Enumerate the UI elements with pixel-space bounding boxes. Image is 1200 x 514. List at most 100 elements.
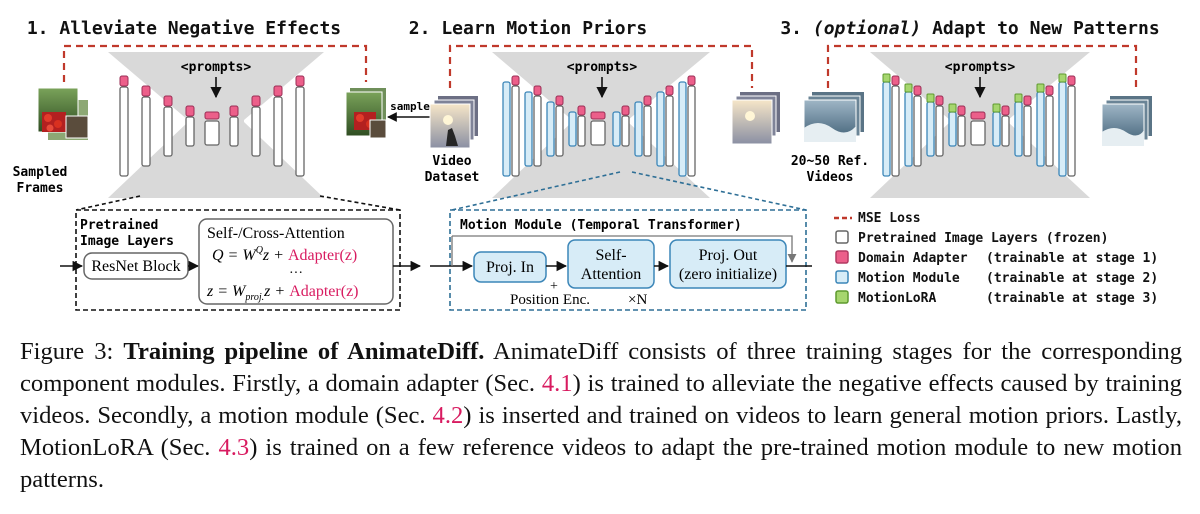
pretrained-layer-bar	[687, 85, 696, 177]
pretrained-layer-bar	[229, 116, 239, 147]
domain-adapter-bar	[1001, 105, 1010, 116]
pretrained-layer-bar	[1001, 115, 1010, 147]
motion-lora-bar	[1014, 93, 1023, 103]
pretrained-layer-bar	[665, 95, 674, 167]
reference-videos-label-2: Videos	[807, 170, 854, 185]
motion-module-bar	[926, 101, 935, 157]
sampled-frames-image	[37, 87, 89, 140]
attention-eq-query: Q = WQz + Adapter(z)	[212, 245, 357, 264]
motion-module-bar	[904, 91, 913, 167]
domain-adapter-bar	[141, 85, 151, 97]
pretrained-layer-bar	[970, 120, 986, 146]
pretrained-layer-bar	[185, 116, 195, 147]
prompts-label-1: <prompts>	[181, 60, 252, 75]
proj-in-label: Proj. In	[486, 259, 534, 276]
motion-lora-bar	[1036, 83, 1045, 93]
times-n-label: ×N	[628, 292, 647, 308]
domain-adapter-bar	[119, 75, 129, 87]
legend-swatch	[835, 250, 849, 264]
caption-text-1: AnimateDiff consists of three training s…	[20, 338, 1182, 397]
domain-adapter-bar	[163, 95, 173, 107]
reference-videos-image	[803, 92, 864, 143]
temporal-self-attention-block	[567, 239, 655, 289]
domain-adapter-bar	[1023, 95, 1032, 106]
layer-bars	[119, 73, 1076, 177]
pretrained-layer-bar	[1067, 85, 1076, 177]
training-pipeline-figure: 1. Alleviate Negative Effects 2. Learn M…	[13, 18, 1160, 311]
motion-module-bar	[502, 81, 511, 177]
domain-adapter-bar	[935, 95, 944, 106]
proj-out-label-2: (zero initialize)	[679, 266, 777, 283]
caption-ref-4-1[interactable]: 4.1	[541, 370, 573, 397]
video-dataset-label-2: Dataset	[425, 170, 480, 185]
domain-adapter-bar	[957, 105, 966, 116]
figure-caption: Figure 3: Training pipeline of AnimateDi…	[20, 336, 1182, 496]
motion-module-bar	[546, 101, 555, 157]
zoom-connectors	[75, 171, 807, 211]
motion-module-bar	[948, 111, 957, 147]
pretrained-layer-bar	[577, 115, 586, 147]
stage-1-title: 1. Alleviate Negative Effects	[27, 18, 341, 39]
motion-lora-bar	[948, 103, 957, 113]
domain-adapter-bar	[533, 85, 542, 96]
attention-block-title: Self-/Cross-Attention	[207, 225, 345, 242]
pretrained-layer-bar	[555, 105, 564, 157]
pretrained-layer-bar	[295, 86, 305, 177]
caption-ref-4-3[interactable]: 4.3	[218, 434, 250, 461]
caption-text-3: ) is inserted and trained on videos to l…	[20, 402, 1182, 461]
domain-adapter-bar	[185, 105, 195, 117]
stage-3-output-image	[1101, 96, 1152, 147]
motion-module-bar	[656, 91, 665, 167]
motion-module-title: Motion Module (Temporal Transformer)	[460, 218, 742, 233]
domain-adapter-bar	[1067, 75, 1076, 86]
caption-bold-title: Training pipeline of AnimateDiff.	[123, 338, 485, 365]
domain-adapter-bar	[204, 111, 220, 120]
motion-lora-bar	[926, 93, 935, 103]
prompt-arrows	[210, 77, 986, 99]
video-dataset-label: Video	[432, 154, 471, 169]
pretrained-layer-bar	[251, 106, 261, 157]
domain-adapter-bar	[687, 75, 696, 86]
domain-adapter-bar	[590, 111, 606, 120]
legend-label: Pretrained Image Layers (frozen)	[858, 231, 1108, 246]
self-attention-label: Self-	[595, 247, 626, 264]
pretrained-layer-bar	[141, 96, 151, 167]
skip-connection-path	[452, 235, 797, 263]
motion-module-bar	[1058, 81, 1067, 177]
legend-label: Motion Module	[858, 271, 960, 286]
pretrained-layer-bar	[533, 95, 542, 167]
motion-module-bar	[1036, 91, 1045, 167]
motion-module-bar	[882, 81, 891, 177]
domain-adapter-bar	[643, 95, 652, 106]
self-attention-label-2: Attention	[581, 266, 641, 283]
motion-module-bar	[524, 91, 533, 167]
domain-adapter-bar	[577, 105, 586, 116]
motion-lora-bar	[1058, 73, 1067, 83]
pretrained-layers-title-2: Image Layers	[80, 234, 174, 249]
proj-out-label: Proj. Out	[699, 247, 758, 264]
legend-swatch	[835, 230, 849, 244]
stage-2-title: 2. Learn Motion Priors	[409, 18, 647, 39]
domain-adapter-bar	[229, 105, 239, 117]
caption-figure-label: Figure 3:	[20, 338, 114, 365]
domain-adapter-bar	[511, 75, 520, 86]
motion-module-bar	[992, 111, 1001, 147]
pretrained-layer-bar	[957, 115, 966, 147]
motion-module-bar	[678, 81, 687, 177]
domain-adapter-bar	[665, 85, 674, 96]
proj-out-block	[669, 239, 787, 289]
pretrained-layers-title: Pretrained	[80, 218, 158, 233]
motion-lora-bar	[882, 73, 891, 83]
reference-videos-label: 20~50 Ref.	[791, 154, 869, 169]
proj-in-block	[473, 251, 547, 283]
caption-ref-4-2[interactable]: 4.2	[432, 402, 464, 429]
stage-2-output-image	[731, 92, 780, 145]
pretrained-layer-bar	[913, 95, 922, 167]
stage-3-title: 3. (optional) Adapt to New Patterns	[780, 18, 1159, 39]
pretrained-layer-bar	[1045, 95, 1054, 167]
legend-label: MSE Loss	[858, 211, 921, 226]
motion-module-bar	[1014, 101, 1023, 157]
prompts-label-2: <prompts>	[567, 60, 638, 75]
plus-symbol: +	[550, 279, 558, 294]
